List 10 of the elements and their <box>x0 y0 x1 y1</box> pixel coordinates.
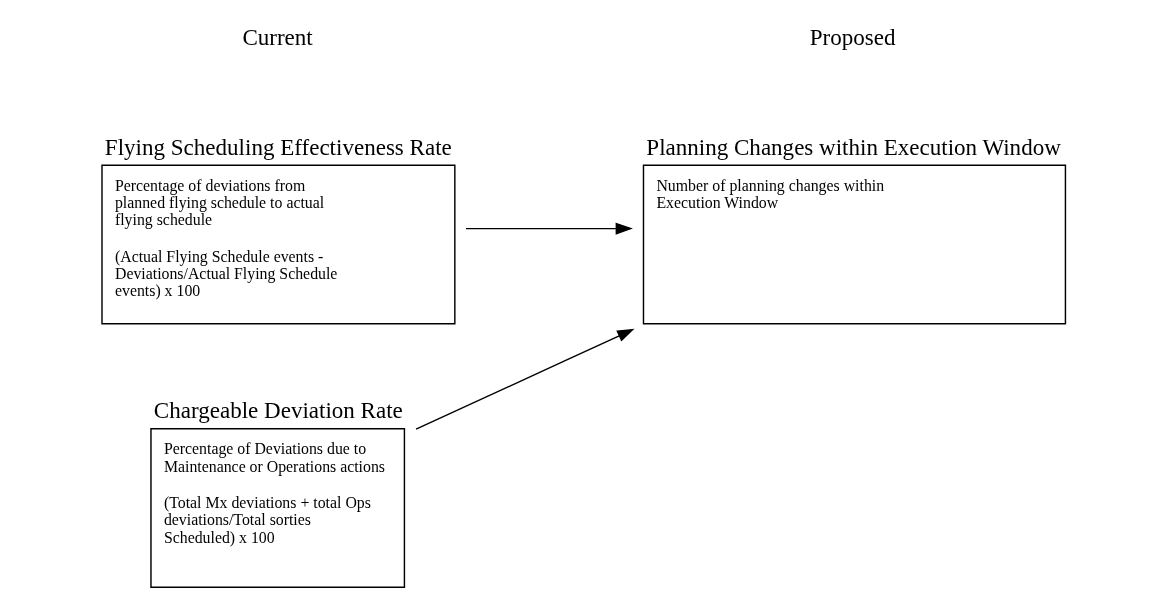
arrow <box>464 222 633 235</box>
node-label: Flying Scheduling Effectiveness Rate <box>104 133 452 160</box>
node-box: Number of planning changes within Execution Window <box>642 164 1066 325</box>
label: Proposed <box>809 24 896 51</box>
node-box: Percentage of deviations from planned flying schedule to actual flying schedule (Actual Flying Schedule events - Deviations/Actual Flying Schedule events) x 100 <box>100 164 456 325</box>
node-label: Chargeable Deviation Rate <box>153 397 403 424</box>
node-label: Planning Changes within Execution Window <box>645 133 1061 160</box>
label: Current <box>241 24 313 51</box>
node-box: Percentage of Deviations due to Maintenance or Operations actions (Total Mx deviations + total Ops deviations/Total sorties Scheduled) x 100 <box>149 428 405 588</box>
arrow <box>414 328 634 430</box>
